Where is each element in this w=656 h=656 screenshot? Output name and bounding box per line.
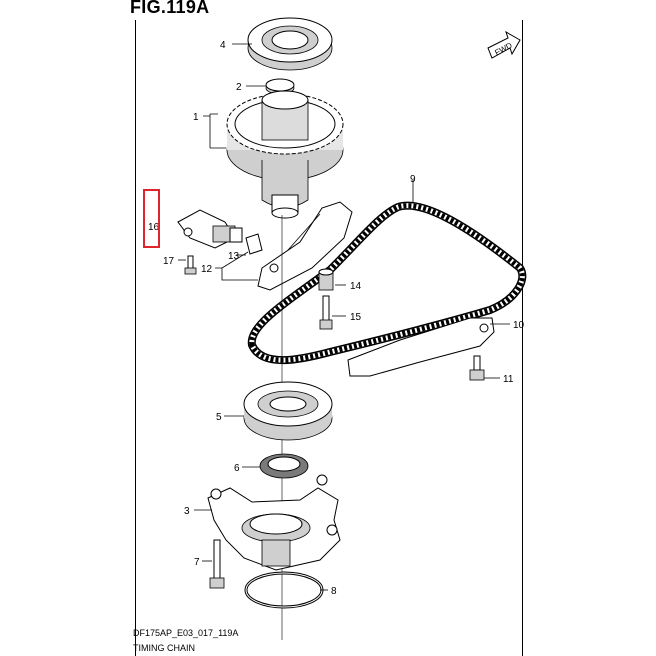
bolt-7 [209,539,225,589]
callout-15: 15 [350,312,362,323]
oil-seal [259,453,309,479]
callout-5: 5 [216,412,222,423]
highlight-box-callout-16 [143,189,160,248]
callout-3: 3 [184,506,190,517]
bolt-11 [469,355,485,381]
bolt-15 [319,295,333,330]
callout-2: 2 [236,82,242,93]
bearing-middle [243,381,333,441]
bolt-17 [184,255,197,275]
frame-right-border [522,20,523,656]
callout-12: 12 [201,264,213,275]
callout-9: 9 [410,174,416,185]
chain-guide-rear [347,317,495,377]
tensioner-clip [245,233,263,255]
callout-6: 6 [234,463,240,474]
figure-title: FIG.119A [130,0,210,17]
frame-left-border [135,20,136,656]
bearing-top [247,17,333,71]
callout-17: 17 [163,256,175,267]
callout-1: 1 [193,112,199,123]
fwd-arrow-icon: FWD [487,30,521,59]
callout-14: 14 [350,281,362,292]
callout-16: 16 [148,222,160,233]
callout-11: 11 [503,374,514,385]
gear-shaft [226,90,344,219]
callout-10: 10 [513,320,525,331]
callout-4: 4 [220,40,226,51]
collar-14 [318,268,334,291]
figure-code: DF175AP_E03_017_119A [133,628,239,638]
o-ring [244,571,324,609]
bearing-housing [207,474,341,571]
callout-7: 7 [194,557,200,568]
chain-guide-front [257,201,353,291]
figure-caption: TIMING CHAIN [133,643,195,653]
leader-lines [178,43,510,591]
callout-8: 8 [331,586,337,597]
chain-tensioner [177,209,243,249]
callout-13: 13 [228,251,240,262]
